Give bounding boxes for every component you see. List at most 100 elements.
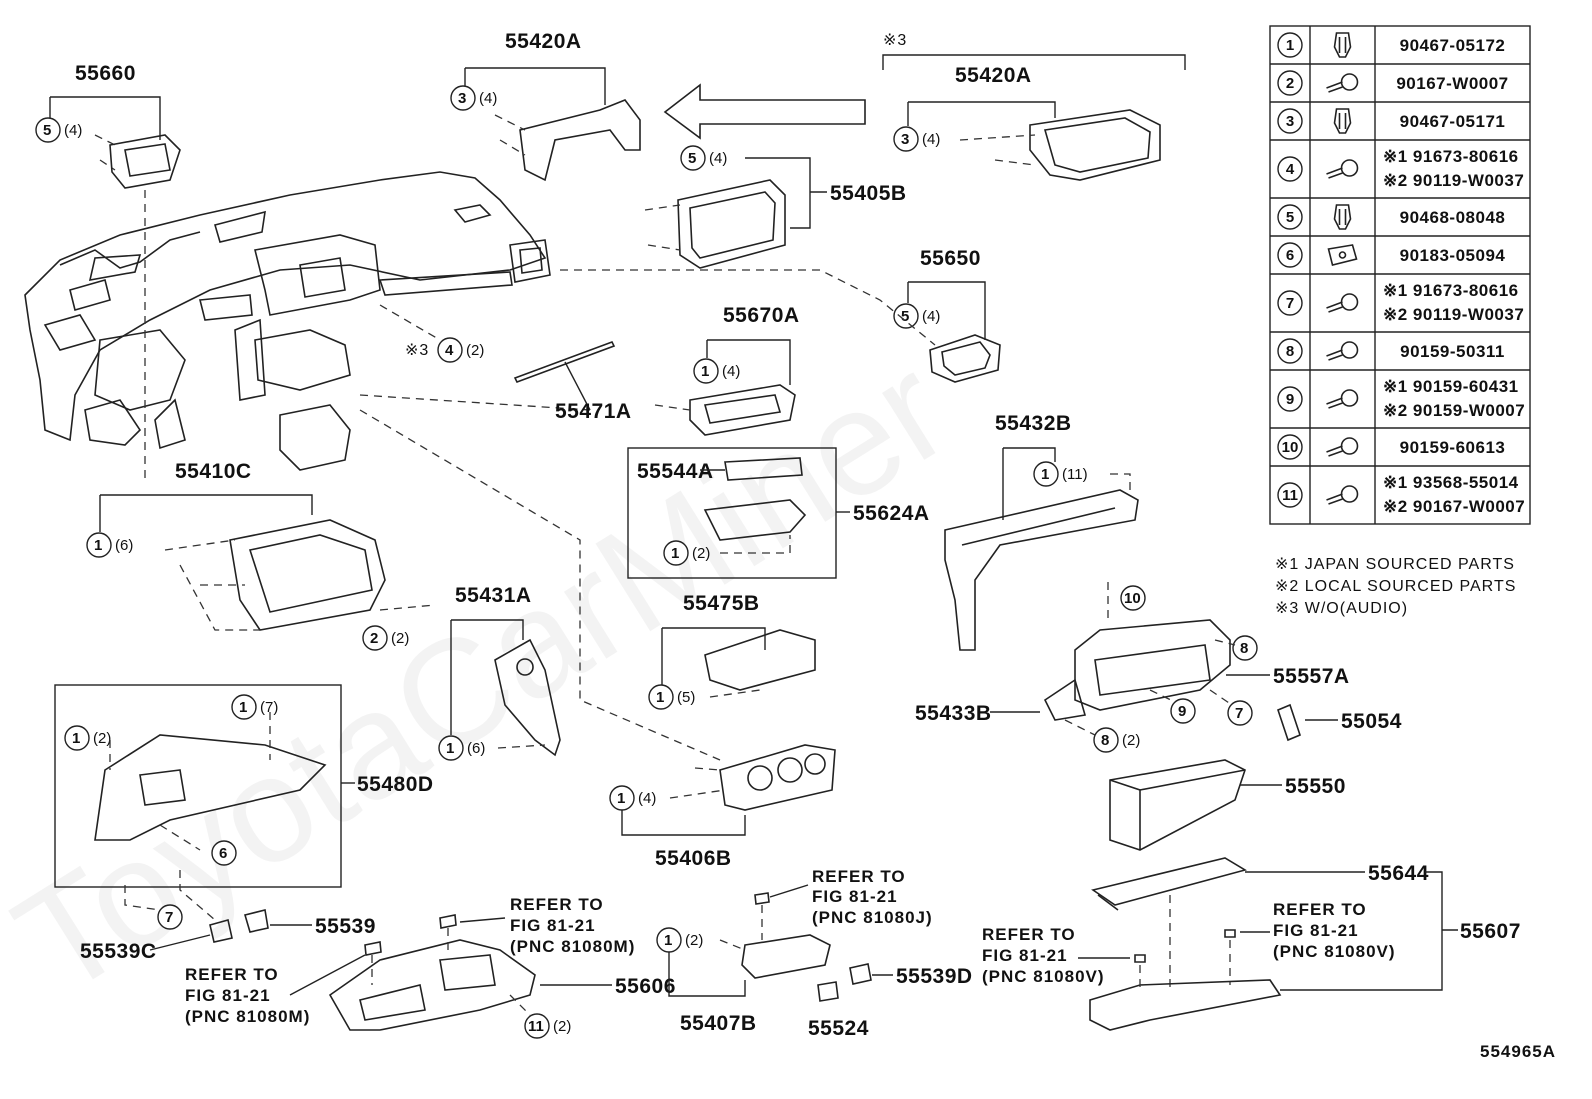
- callout-4-icon: [1277, 156, 1303, 182]
- svg-text:3: 3: [458, 90, 466, 107]
- fastener-number: 8: [1286, 343, 1294, 360]
- fastener-part-number: ※2 90119-W0037: [1383, 305, 1524, 324]
- screw-icon: [1326, 341, 1359, 361]
- label-55607: 55607: [1460, 920, 1521, 943]
- qty-55406B: (4): [638, 790, 656, 807]
- fastener-part-number: ※2 90159-W0007: [1383, 401, 1525, 420]
- svg-text:1: 1: [664, 932, 672, 949]
- refer-to-r5: REFER TO FIG 81-21 (PNC 81080V): [1240, 900, 1396, 961]
- svg-text:5: 5: [43, 122, 51, 139]
- part-55475B: 55475B 1 (5): [359, 409, 816, 761]
- part-55606: 55606 11 (2): [289, 914, 675, 1039]
- fastener-number: 6: [1286, 247, 1294, 264]
- screw-icon: [1326, 437, 1359, 457]
- svg-text:7: 7: [165, 909, 173, 926]
- callout-7-icon: [157, 904, 183, 930]
- svg-text:REFER TO: REFER TO: [510, 895, 604, 914]
- table-row: 9※1 90159-60431※2 90159-W0007: [1270, 369, 1530, 420]
- callout-9-icon: [1170, 698, 1196, 724]
- fastener-part-number: ※1 91673-80616: [1383, 147, 1519, 166]
- label-55480D: 55480D: [357, 773, 434, 796]
- svg-text:FIG 81-21: FIG 81-21: [1273, 921, 1359, 940]
- screw-icon: [1326, 485, 1359, 505]
- screw-icon: [1326, 73, 1359, 93]
- qty-55650: (4): [922, 308, 940, 325]
- svg-text:1: 1: [94, 537, 102, 554]
- callout-7-icon: [1227, 700, 1253, 726]
- note-2: ※2 LOCAL SOURCED PARTS: [1275, 578, 1516, 595]
- refer-to-r2: REFER TO FIG 81-21 (PNC 81080M): [510, 895, 634, 956]
- svg-text:4: 4: [445, 342, 454, 359]
- svg-text:(PNC 81080V): (PNC 81080V): [1273, 942, 1396, 961]
- label-55406B: 55406B: [655, 847, 732, 870]
- part-55420A-left: 55420A 3 (4): [450, 30, 641, 182]
- note-mark-3: ※3: [405, 342, 429, 359]
- qty-55606: (2): [553, 1018, 571, 1035]
- callout-3-icon: [450, 85, 476, 111]
- callout-6-icon: [211, 840, 237, 866]
- dashboard-panel: [24, 171, 551, 471]
- svg-text:7: 7: [1235, 705, 1243, 722]
- clip-icon: [1333, 32, 1352, 58]
- qty-55660: (4): [64, 122, 82, 139]
- label-55420A-left: 55420A: [505, 30, 582, 53]
- label-55544A: 55544A: [637, 460, 714, 483]
- fastener-number: 1: [1286, 37, 1294, 54]
- qty-note3: (2): [466, 342, 484, 359]
- callout-1-icon: [231, 694, 257, 720]
- screw-icon: [1326, 293, 1359, 313]
- fastener-part-number: 90468-08048: [1400, 208, 1506, 227]
- part-55550: 55550: [1109, 759, 1345, 851]
- qty-55410C-b: (2): [391, 630, 409, 647]
- fastener-part-number: 90467-05172: [1400, 36, 1506, 55]
- label-55407B: 55407B: [680, 1012, 757, 1035]
- callout-5-icon: [35, 117, 61, 143]
- svg-text:FIG 81-21: FIG 81-21: [510, 916, 596, 935]
- table-row: 11※1 93568-55014※2 90167-W0007: [1270, 465, 1530, 516]
- qty-55624A: (2): [692, 545, 710, 562]
- callout-2-icon: [1277, 70, 1303, 96]
- svg-text:(PNC 81080J): (PNC 81080J): [812, 908, 933, 927]
- svg-text:1: 1: [656, 689, 664, 706]
- note-3: ※3 W/O(AUDIO): [1275, 600, 1408, 617]
- callout-10-icon: [1277, 434, 1303, 460]
- svg-text:11: 11: [528, 1018, 544, 1035]
- screw-icon: [1326, 159, 1359, 179]
- fastener-part-number: ※1 91673-80616: [1383, 281, 1519, 300]
- callout-11-icon: [1277, 482, 1303, 508]
- label-55433B: 55433B: [915, 702, 992, 725]
- label-55432B: 55432B: [995, 412, 1072, 435]
- refer-to-r1: REFER TO FIG 81-21 (PNC 81080J): [812, 867, 933, 927]
- svg-text:REFER TO: REFER TO: [1273, 900, 1367, 919]
- part-55407B: 1 (2) 55407B 55539D 55524: [656, 884, 972, 1040]
- note-1: ※1 JAPAN SOURCED PARTS: [1275, 556, 1515, 573]
- part-55670A: 55670A 1 (4): [359, 304, 799, 436]
- label-55650: 55650: [920, 247, 981, 270]
- svg-text:1: 1: [239, 699, 247, 716]
- qty-55420A-left: (4): [479, 90, 497, 107]
- callout-1-icon: [64, 725, 90, 751]
- qty-55405B: (4): [709, 150, 727, 167]
- fastener-number: 10: [1282, 439, 1299, 456]
- fastener-part-number: ※1 93568-55014: [1383, 473, 1519, 492]
- screw-icon: [1326, 389, 1359, 409]
- svg-text:(PNC 81080M): (PNC 81080M): [185, 1007, 310, 1026]
- qty-55433B: (2): [1122, 732, 1140, 749]
- qty-55670A: (4): [722, 363, 740, 380]
- svg-text:1: 1: [671, 545, 679, 562]
- part-55624A: 55544A 55624A 1 (2): [627, 447, 929, 579]
- fastener-part-number: 90159-50311: [1400, 342, 1505, 361]
- callout-1-icon: [663, 540, 689, 566]
- callout-9-icon: [1277, 386, 1303, 412]
- callout-11-icon: [524, 1013, 550, 1039]
- callout-8-icon: [1093, 727, 1119, 753]
- diagram-id: 554965A: [1480, 1042, 1556, 1061]
- callout-1-icon: [86, 532, 112, 558]
- callout-3-icon: [893, 126, 919, 152]
- clip-icon: [1333, 204, 1352, 230]
- part-55054: 55054: [1277, 703, 1401, 742]
- label-55660: 55660: [75, 62, 136, 85]
- svg-text:8: 8: [1101, 732, 1109, 749]
